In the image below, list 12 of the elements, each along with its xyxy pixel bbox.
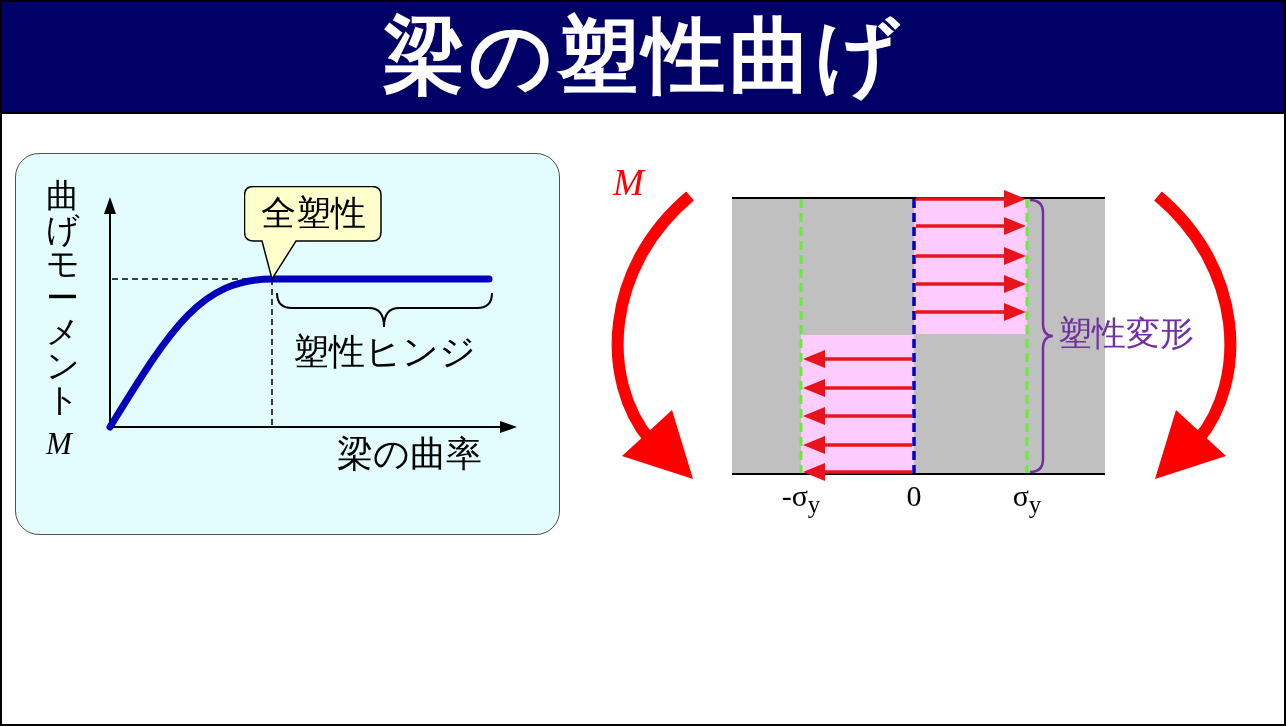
title-banner: 梁の塑性曲げ [0,0,1286,114]
stress-label: 0 [906,481,922,511]
axis-label: 曲げモーメント [46,179,79,417]
bracket-label: 塑性ヒンジ [293,334,476,370]
axis-label: 梁の曲率 [337,436,482,472]
chart-panel [15,153,560,535]
moment-label: M [613,164,644,201]
stress-label: σ$_{y}$ [1012,481,1042,517]
bracket-label: 塑性変形 [1058,316,1194,350]
stress-label: -σ$_{y}$ [781,481,821,517]
axis-label: M [46,428,72,459]
callout-bubble: 全塑性 [244,186,382,282]
